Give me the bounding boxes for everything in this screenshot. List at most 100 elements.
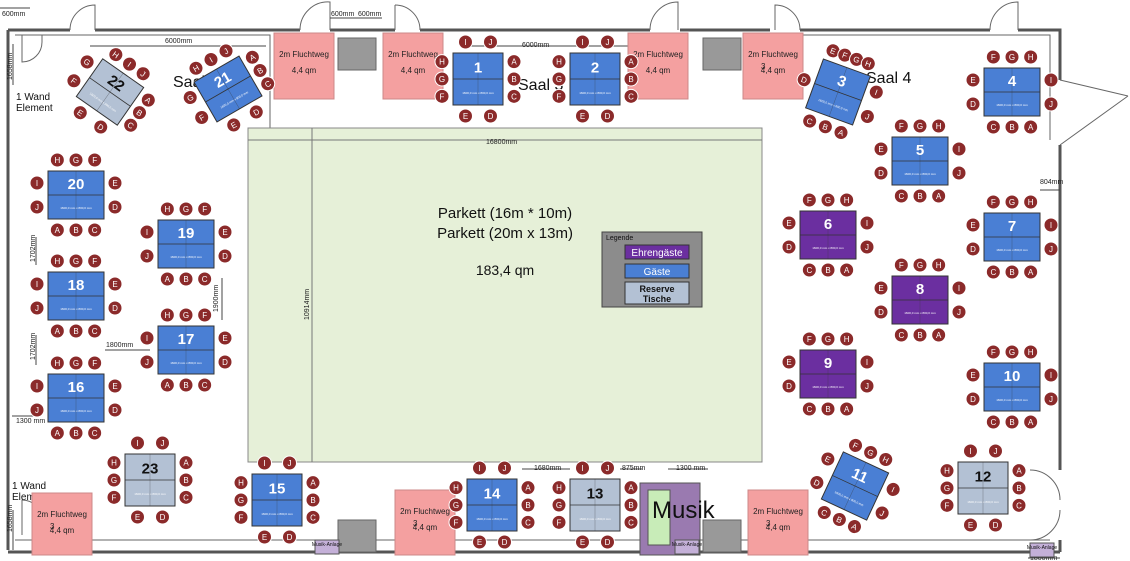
seat-B[interactable]: B [305,492,321,508]
seat-J[interactable]: J [951,304,967,320]
seat-H[interactable]: H [49,253,65,269]
seat-F[interactable]: F [893,257,909,273]
seat-A[interactable]: A [931,188,947,204]
seat-J[interactable]: J [988,443,1003,459]
seat-H[interactable]: H [49,152,65,168]
seat-E[interactable]: E [781,354,797,370]
seat-E[interactable]: E [130,509,145,525]
seat-H[interactable]: H [106,45,125,64]
seat-A[interactable]: A [1023,264,1039,280]
seat-J[interactable]: J [859,378,875,394]
seat-I[interactable]: I [1043,217,1059,233]
seat-D[interactable]: D [781,378,797,394]
seat-H[interactable]: H [1023,194,1039,210]
seat-G[interactable]: G [861,443,880,462]
seat-A[interactable]: A [49,425,65,441]
seat-J[interactable]: J [859,239,875,255]
seat-I[interactable]: I [139,224,155,240]
seat-C[interactable]: C [178,489,194,505]
seat-H[interactable]: H [939,463,955,479]
seat-C[interactable]: C [197,271,213,287]
seat-C[interactable]: C [87,222,103,238]
seat-J[interactable]: J [858,108,876,126]
seat-E[interactable]: E [873,280,889,296]
seat-F[interactable]: F [87,355,103,371]
seat-C[interactable]: C [1011,497,1027,513]
seat-B[interactable]: B [1004,264,1020,280]
seat-C[interactable]: C [623,88,639,104]
seat-A[interactable]: A [1023,119,1039,135]
seat-J[interactable]: J [497,460,512,476]
seat-J[interactable]: J [133,64,152,83]
seat-D[interactable]: D [155,509,170,525]
seat-I[interactable]: I [951,280,967,296]
seat-J[interactable]: J [1043,96,1059,112]
seat-B[interactable]: B [820,401,836,417]
seat-F[interactable]: F [985,194,1001,210]
seat-D[interactable]: D [282,529,297,545]
seat-F[interactable]: F [551,88,567,104]
seat-E[interactable]: E [224,115,243,134]
seat-C[interactable]: C [623,514,639,530]
seat-A[interactable]: A [845,517,864,536]
seat-C[interactable]: C [893,327,909,343]
seat-F[interactable]: F [893,118,909,134]
seat-I[interactable]: I [859,354,875,370]
seat-G[interactable]: G [68,355,84,371]
seat-B[interactable]: B [130,103,149,122]
seat-H[interactable]: H [876,450,895,469]
seat-H[interactable]: H [159,307,175,323]
seat-C[interactable]: C [305,509,321,525]
seat-D[interactable]: D [600,534,615,550]
seat-I[interactable]: I [859,215,875,231]
seat-C[interactable]: C [985,414,1001,430]
seat-D[interactable]: D [497,534,512,550]
seat-H[interactable]: H [448,480,464,496]
seat-G[interactable]: G [434,71,450,87]
seat-H[interactable]: H [434,54,450,70]
seat-B[interactable]: B [68,222,84,238]
seat-J[interactable]: J [600,34,615,50]
seat-A[interactable]: A [506,54,522,70]
seat-E[interactable]: E [575,108,590,124]
seat-I[interactable]: I [29,175,45,191]
seat-C[interactable]: C [801,262,817,278]
seat-D[interactable]: D [483,108,498,124]
seat-G[interactable]: G [448,497,464,513]
seat-B[interactable]: B [1004,119,1020,135]
seat-A[interactable]: A [623,480,639,496]
seat-H[interactable]: H [839,192,855,208]
seat-J[interactable]: J [139,354,155,370]
seat-E[interactable]: E [965,367,981,383]
seat-I[interactable]: I [29,378,45,394]
seat-D[interactable]: D [988,517,1003,533]
seat-D[interactable]: D [217,354,233,370]
seat-H[interactable]: H [233,475,249,491]
seat-C[interactable]: C [87,323,103,339]
seat-B[interactable]: B [68,323,84,339]
seat-F[interactable]: F [939,497,955,513]
seat-E[interactable]: E [458,108,473,124]
seat-G[interactable]: G [178,201,194,217]
seat-G[interactable]: G [820,331,836,347]
seat-E[interactable]: E [873,141,889,157]
seat-A[interactable]: A [139,90,158,109]
seat-I[interactable]: I [130,435,145,451]
seat-J[interactable]: J [483,34,498,50]
seat-B[interactable]: B [1004,414,1020,430]
seat-A[interactable]: A [243,48,262,67]
seat-D[interactable]: D [107,402,123,418]
seat-D[interactable]: D [808,473,827,492]
seat-G[interactable]: G [68,152,84,168]
seat-G[interactable]: G [68,253,84,269]
